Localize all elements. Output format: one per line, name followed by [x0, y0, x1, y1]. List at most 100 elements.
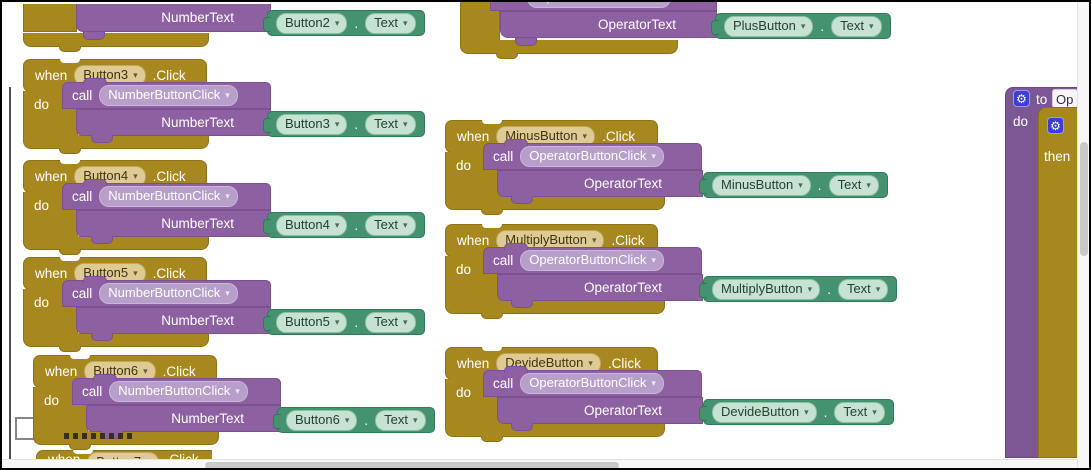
chevron-down-icon: ▾	[334, 118, 340, 129]
vertical-scrollbar-thumb[interactable]	[1080, 142, 1088, 256]
getter-component-dropdown[interactable]: Button5▾	[276, 311, 348, 333]
call-param-row[interactable]: OperatorText	[497, 274, 703, 301]
call-procedure-block[interactable]: call NumberButtonClick▾	[72, 374, 281, 405]
call-param-row[interactable]: OperatorText	[500, 11, 717, 38]
when-label: when	[35, 266, 68, 281]
getter-property-dropdown[interactable]: Text▾	[365, 311, 416, 333]
getter-property-dropdown[interactable]: Text▾	[375, 409, 426, 431]
component-getter-block[interactable]: Button6▾ . Text▾	[273, 407, 435, 433]
chevron-down-icon: ▾	[344, 414, 350, 425]
getter-component-dropdown[interactable]: MinusButton▾	[712, 174, 811, 196]
dot-label: .	[354, 217, 359, 233]
event-foot	[460, 40, 678, 54]
horizontal-scrollbar-track[interactable]	[2, 459, 1077, 468]
do-label: do	[456, 262, 472, 277]
procedure-name-field[interactable]: Op	[1052, 89, 1078, 108]
procedure-dropdown[interactable]: OperatorButtonClick▾	[520, 146, 664, 167]
component-dropdown[interactable]: Button7▾	[87, 452, 159, 459]
getter-component-dropdown[interactable]: Button2▾	[276, 12, 348, 34]
component-getter-block[interactable]: Button4▾ . Text▾	[263, 212, 425, 238]
mutator-gear-icon[interactable]: ⚙	[1013, 90, 1030, 107]
procedure-dropdown[interactable]: NumberButtonClick▾	[99, 85, 238, 106]
getter-component-dropdown[interactable]: MultiplyButton▾	[712, 278, 821, 300]
call-param-row[interactable]: OperatorText	[497, 170, 703, 197]
when-label: when	[35, 68, 68, 83]
call-label: call	[82, 384, 103, 399]
getter-property-dropdown[interactable]: Text▾	[837, 278, 889, 300]
next-block-connector	[59, 346, 81, 352]
chevron-down-icon: ▾	[588, 358, 593, 368]
chevron-down-icon: ▾	[807, 283, 813, 294]
chevron-down-icon: ▾	[133, 268, 138, 278]
procedure-dropdown[interactable]: OperatorButtonClick▾	[520, 373, 664, 394]
component-getter-block[interactable]: Button2▾ . Text▾	[263, 10, 425, 36]
dot-label: .	[823, 404, 828, 420]
getter-component-dropdown[interactable]: Button3▾	[276, 113, 348, 135]
call-procedure-block[interactable]: call NumberButtonClick▾	[62, 78, 271, 109]
getter-property-dropdown[interactable]: Text▾	[365, 214, 416, 236]
getter-property-dropdown[interactable]: Text▾	[365, 12, 416, 34]
call-procedure-block[interactable]: call NumberButtonClick▾	[62, 276, 271, 307]
do-label: do	[34, 198, 50, 213]
when-label: when	[457, 233, 490, 248]
procedure-dropdown[interactable]: NumberButtonClick▾	[99, 283, 238, 304]
call-procedure-block[interactable]: call OperatorButtonClick▾	[483, 243, 702, 274]
call-param-row[interactable]: NumberText	[76, 4, 271, 32]
event-label: .Click	[611, 233, 645, 248]
component-getter-block[interactable]: Button3▾ . Text▾	[263, 111, 425, 137]
event-label: .Click	[152, 68, 186, 83]
component-getter-block[interactable]: MinusButton▾ . Text▾	[699, 172, 888, 198]
call-param-row[interactable]: NumberText	[86, 405, 281, 432]
getter-property-dropdown[interactable]: Text▾	[831, 15, 882, 37]
chevron-down-icon: ▾	[875, 283, 881, 294]
chevron-down-icon: ▾	[804, 406, 809, 417]
event-label: .Click	[162, 364, 196, 379]
call-param-row[interactable]: OperatorText	[497, 397, 703, 424]
procedure-dropdown[interactable]: NumberButtonClick▾	[109, 381, 248, 402]
call-procedure-block[interactable]: call OperatorButtonClick▾	[483, 139, 702, 170]
call-procedure-block[interactable]: call OperatorButtonClick▾	[483, 366, 702, 397]
when-label: when	[35, 169, 68, 184]
component-getter-block[interactable]: Button5▾ . Text▾	[263, 309, 425, 335]
if-control-block[interactable]: ⚙ then	[1038, 107, 1078, 458]
component-getter-block[interactable]: PlusButton▾ . Text▾	[711, 13, 891, 39]
do-label: do	[44, 393, 60, 408]
component-getter-block[interactable]: DevideButton▾ . Text▾	[699, 399, 894, 425]
call-param-row[interactable]: NumberText	[76, 307, 271, 334]
dropdown-value: Text	[374, 14, 398, 30]
mutator-gear-icon[interactable]: ⚙	[1047, 117, 1064, 134]
dropdown-value: Button5	[285, 313, 330, 329]
next-block-connector	[59, 148, 81, 154]
horizontal-scrollbar-thumb[interactable]	[205, 462, 619, 468]
call-procedure-block[interactable]: call NumberButtonClick▾	[62, 179, 271, 210]
dropdown-value: Text	[843, 403, 868, 419]
when-button7-click-block-partial[interactable]: when Button7▾ .Click	[36, 450, 212, 459]
chevron-down-icon: ▾	[412, 414, 418, 425]
component-getter-block[interactable]: MultiplyButton▾ . Text▾	[698, 276, 898, 302]
getter-component-dropdown[interactable]: Button6▾	[286, 409, 358, 431]
call-procedure-block-clipped[interactable]: call OperatorButtonClick▾	[490, 2, 717, 11]
procedure-dropdown[interactable]: NumberButtonClick▾	[99, 186, 238, 207]
dot-label: .	[354, 116, 359, 132]
chevron-down-icon: ▾	[582, 131, 588, 141]
chevron-down-icon: ▾	[225, 90, 230, 100]
getter-component-dropdown[interactable]: DevideButton▾	[712, 401, 817, 423]
dropdown-value: OperatorButtonClick	[529, 148, 647, 163]
getter-component-dropdown[interactable]: Button4▾	[276, 214, 348, 236]
event-foot	[23, 333, 209, 347]
vertical-scrollbar-track[interactable]	[1077, 2, 1089, 468]
event-label: .Click	[607, 356, 641, 371]
getter-component-dropdown[interactable]: PlusButton▾	[724, 15, 814, 37]
getter-property-dropdown[interactable]: Text▾	[834, 401, 885, 423]
event-label: .Click	[602, 129, 636, 144]
call-param-row[interactable]: NumberText	[76, 210, 271, 237]
getter-property-dropdown[interactable]: Text▾	[365, 113, 416, 135]
then-label: then	[1044, 149, 1071, 164]
call-param-row[interactable]: NumberText	[76, 109, 271, 136]
procedure-dropdown[interactable]: OperatorButtonClick▾	[520, 250, 664, 271]
getter-property-dropdown[interactable]: Text▾	[828, 174, 879, 196]
next-block-connector	[481, 313, 503, 319]
dropdown-value: MinusButton	[721, 176, 794, 192]
procedure-dropdown[interactable]: OperatorButtonClick▾	[527, 2, 671, 8]
